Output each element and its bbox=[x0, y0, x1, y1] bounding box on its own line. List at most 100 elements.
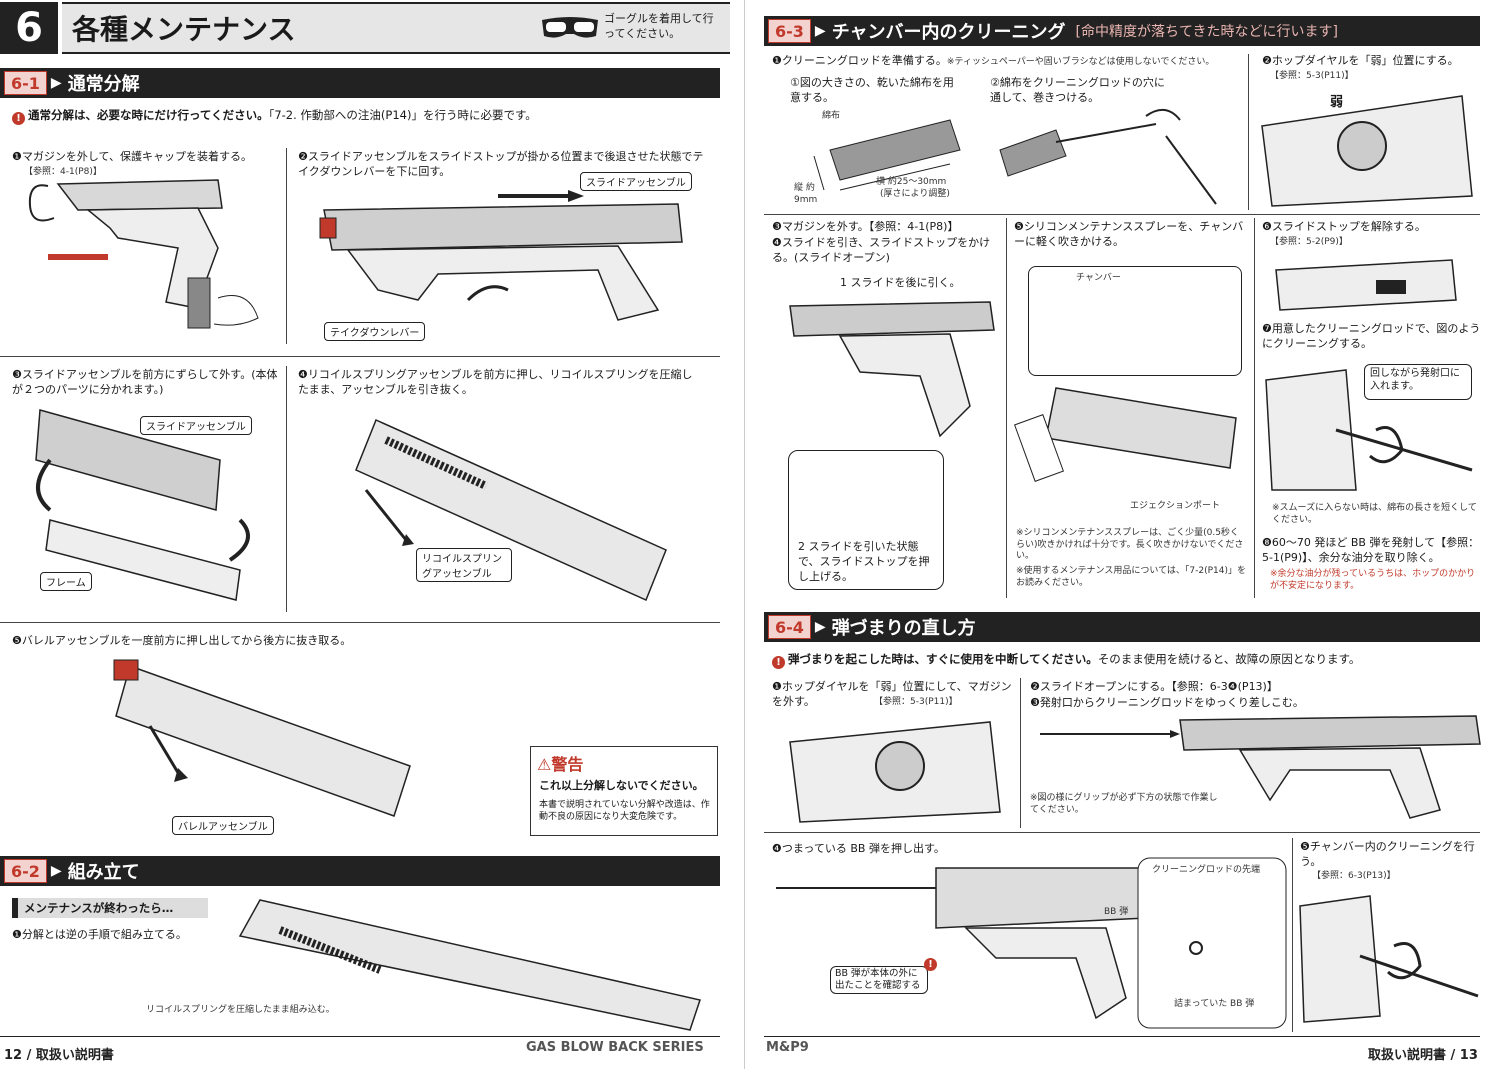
clean-step-1: ❶クリーニングロッドを準備する。※ティッシュペーパーや固いブラシなどは使用しない… bbox=[772, 54, 1242, 69]
note-silicon: ※シリコンメンテナンススプレーは、ごく少量(0.5秒くらい)吹きかければ十分です… bbox=[1016, 528, 1244, 562]
assembly-step-1: ❶分解とは逆の手順で組み立てる。 bbox=[12, 928, 187, 941]
warning-heading: ⚠警告 bbox=[537, 751, 583, 775]
jam-step-2: ❷スライドオープンにする。【参照：6-3❹(P13)】 bbox=[1030, 680, 1278, 693]
hop-dial-weak-illustration bbox=[789, 721, 1001, 823]
section-6-2-header: 6-2 ▶ 組み立て bbox=[0, 856, 720, 886]
goggle-notice: ゴーグルを着用して行ってください。 bbox=[540, 12, 730, 46]
chamber-detail bbox=[1028, 266, 1242, 376]
hop-dial-illustration bbox=[1261, 95, 1473, 207]
clean-step-4: ❹スライドを引き、スライドストップをかける。(スライドオープン) bbox=[772, 236, 991, 264]
note-supplies: ※使用するメンテナンス用品については、「7-2(P14)」をお読みください。 bbox=[1016, 566, 1247, 588]
note-oil: ※余分な油分が残っているうちは、ホップのかかりが不安定になります。 bbox=[1270, 569, 1476, 592]
section-title: 弾づまりの直し方 bbox=[831, 618, 976, 639]
warning-body: 本書で説明されていない分解や改造は、作動不良の原因になり大変危険です。 bbox=[539, 800, 710, 823]
label-cloth-height: 縦 約9mm bbox=[794, 183, 818, 206]
chevron-right-icon: ▶ bbox=[814, 619, 826, 635]
label-push-slide-stop: 2 スライドを引いた状態で、スライドストップを押し上げる。 bbox=[798, 540, 930, 583]
page-gutter bbox=[744, 0, 745, 1069]
section-number: 6-2 bbox=[4, 859, 47, 883]
recoil-spring-illustration bbox=[355, 418, 667, 602]
clean-step-6-ref: 【参照：5-2(P9)】 bbox=[1270, 237, 1348, 247]
warning-triangle-icon: ⚠ bbox=[537, 755, 552, 774]
clean-step-5: ❺シリコンメンテナンススプレーを、チャンバーに軽く吹きかける。 bbox=[1014, 220, 1244, 248]
warning-line: これ以上分解しないでください。 bbox=[539, 779, 704, 792]
section-number: 6-1 bbox=[4, 71, 47, 95]
label-recoil-spring: リコイルスプリングアッセンブル bbox=[416, 548, 512, 582]
label-cloth-width: 横 約25～30mm bbox=[876, 177, 947, 187]
section-6-3-header: 6-3 ▶ チャンバー内のクリーニング [命中精度が落ちてきた時などに行います] bbox=[764, 16, 1480, 46]
section-title: 組み立て bbox=[67, 862, 140, 883]
callout-confirm-bb: BB 弾が本体の外に出たことを確認する bbox=[830, 966, 928, 994]
spray-chamber-illustration bbox=[1014, 387, 1237, 482]
goggle-note: ゴーグルを着用して行ってください。 bbox=[604, 12, 714, 40]
footer-series: GAS BLOW BACK SERIES bbox=[526, 1040, 704, 1055]
label-weak: 弱 bbox=[1330, 95, 1344, 110]
section-6-4-header: 6-4 ▶ 弾づまりの直し方 bbox=[764, 612, 1480, 642]
slide-open-illustration bbox=[789, 301, 995, 438]
section-title: チャンバー内のクリーニング bbox=[831, 22, 1066, 43]
chapter-number: 6 bbox=[0, 2, 58, 54]
exclamation-icon: ! bbox=[772, 656, 785, 669]
label-slide-assembly: スライドアッセンブル bbox=[580, 172, 692, 191]
clean-step-2: ❷ホップダイヤルを「弱」位置にする。 bbox=[1262, 54, 1459, 67]
footer-page-right: 取扱い説明書 / 13 bbox=[1368, 1048, 1478, 1063]
caution-6-1: !通常分解は、必要な時にだけ行ってください。「7-2. 作動部への注油(P14)… bbox=[12, 108, 722, 125]
exclamation-icon: ! bbox=[924, 958, 937, 971]
jam-step-4: ❹つまっている BB 弾を押し出す。 bbox=[772, 842, 945, 855]
caution-tail: 「7-2. 作動部への注油(P14)」を行う時に必要です。 bbox=[268, 108, 537, 122]
chapter-title: 各種メンテナンス bbox=[62, 2, 730, 54]
section-title: 通常分解 bbox=[67, 74, 140, 95]
step-1: ❶マガジンを外して、保護キャップを装着する。 bbox=[12, 150, 252, 163]
label-chamber: チャンバー bbox=[1076, 273, 1121, 283]
assembly-illustration bbox=[238, 899, 701, 1031]
step-5: ❺バレルアッセンブルを一度前方に押し出してから後方に抜き取る。 bbox=[12, 634, 352, 647]
chapter-title-text: 各種メンテナンス bbox=[72, 13, 296, 46]
label-ejection-port: エジェクションポート bbox=[1130, 501, 1221, 511]
chevron-right-icon: ▶ bbox=[814, 23, 826, 39]
label-slide-assembly-2: スライドアッセンブル bbox=[140, 416, 252, 435]
clean-step-1b: ②綿布をクリーニングロッドの穴に通して、巻きつける。 bbox=[990, 76, 1165, 104]
note-smooth: ※スムーズに入らない時は、綿布の長さを短くしてください。 bbox=[1272, 503, 1477, 526]
slide-frame-separation-illustration bbox=[35, 409, 250, 601]
warning-title: 警告 bbox=[551, 755, 584, 774]
callout-rotate: 回しながら発射口に入れます。 bbox=[1364, 364, 1472, 400]
pistol-magazine-illustration bbox=[28, 179, 259, 329]
step-3: ❸スライドアッセンブルを前方にずらして外す。(本体が２つのパーツに分かれます。) bbox=[12, 368, 278, 396]
caution-text: 弾づまりを起こした時は、すぐに使用を中断してください。 bbox=[788, 652, 1098, 666]
caution-tail: そのまま使用を続けると、故障の原因となります。 bbox=[1097, 652, 1361, 666]
section-number: 6-3 bbox=[768, 19, 811, 43]
clean-step-3: ❸マガジンを外す。【参照：4-1(P8)】 bbox=[772, 220, 959, 233]
label-cotton-cloth: 綿布 bbox=[822, 111, 841, 121]
slide-stop-detail bbox=[788, 450, 944, 590]
chamber-cleaning-illustration bbox=[1299, 895, 1479, 1023]
slide-stop-release-illustration bbox=[1275, 259, 1457, 311]
caution-6-4: !弾づまりを起こした時は、すぐに使用を中断してください。そのまま使用を続けると、… bbox=[772, 652, 1478, 669]
clean-step-1-text: ❶クリーニングロッドを準備する。 bbox=[772, 54, 947, 67]
clean-step-7: ❼用意したクリーニングロッドで、図のようにクリーニングする。 bbox=[1262, 322, 1481, 350]
label-rod-tip: クリーニングロッドの先端 bbox=[1152, 865, 1261, 875]
footer-page-left: 12 / 取扱い説明書 bbox=[4, 1048, 114, 1063]
cleaning-rod-illustration bbox=[999, 109, 1217, 205]
rod-into-muzzle-illustration bbox=[1040, 715, 1481, 819]
exclamation-icon: ! bbox=[12, 112, 25, 125]
slide-takedown-illustration bbox=[319, 190, 683, 321]
chevron-right-icon: ▶ bbox=[50, 863, 62, 879]
jam-step-5-ref: 【参照：6-3(P13)】 bbox=[1312, 871, 1396, 881]
caution-text: 通常分解は、必要な時にだけ行ってください。 bbox=[28, 108, 269, 122]
label-cloth-width-note: (厚さにより調整) bbox=[880, 189, 950, 199]
push-out-bb-illustration bbox=[776, 857, 1287, 1029]
clean-step-1a: ①図の大きさの、乾いた綿布を用意する。 bbox=[790, 76, 954, 104]
step-1-ref: 【参照：4-1(P8)】 bbox=[24, 167, 102, 177]
jam-step-1-ref: 【参照：5-3(P11)】 bbox=[874, 697, 958, 707]
clean-step-1-note: ※ティッシュペーパーや固いブラシなどは使用しないでください。 bbox=[946, 57, 1215, 67]
rod-insertion-illustration bbox=[1265, 369, 1473, 491]
chevron-right-icon: ▶ bbox=[50, 75, 62, 91]
assembly-caption: リコイルスプリングを圧縮したまま組み込む。 bbox=[146, 1005, 335, 1015]
barrel-assembly-illustration bbox=[113, 659, 411, 817]
warning-box: ⚠警告 これ以上分解しないでください。 本書で説明されていない分解や改造は、作動… bbox=[530, 746, 718, 836]
label-pull-slide: 1 スライドを後に引く。 bbox=[840, 276, 961, 289]
section-6-1-header: 6-1 ▶ 通常分解 bbox=[0, 68, 720, 98]
label-frame: フレーム bbox=[40, 572, 92, 591]
label-stuck-bb: 詰まっていた BB 弾 bbox=[1174, 999, 1255, 1009]
jam-step-3: ❸発射口からクリーニングロッドをゆっくり差しこむ。 bbox=[1030, 696, 1304, 709]
